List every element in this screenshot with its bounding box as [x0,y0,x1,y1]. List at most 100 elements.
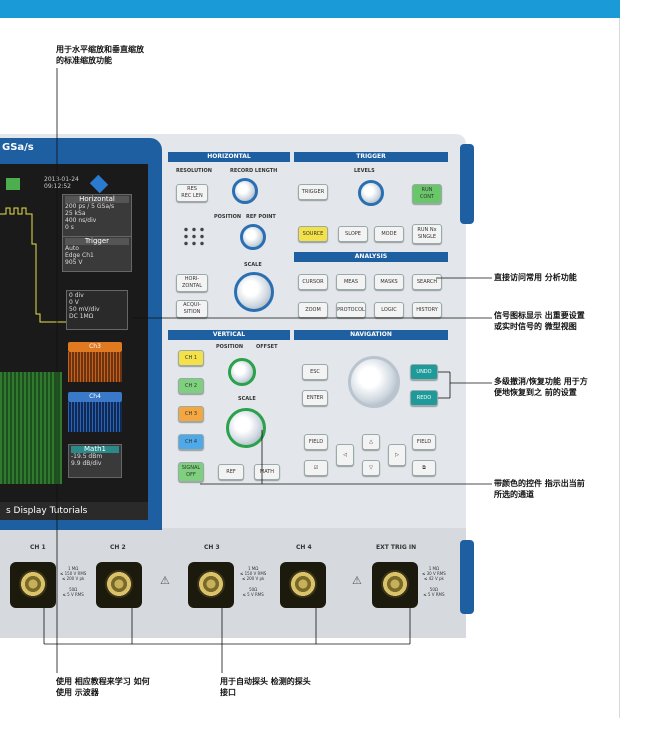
trigger-info-title: Trigger [65,238,129,245]
ch2-input-label: CH 2 [110,544,126,551]
navigation-rotary-knob[interactable] [348,356,400,408]
math-line: 9.9 dB/div [71,460,102,467]
math-signal-panel[interactable]: Math1 -19.5 dBm 9.9 dB/div [68,444,122,478]
horizontal-btn-label-2: ZONTAL [182,283,202,289]
enter-button[interactable]: ENTER [302,390,328,406]
ch4-bnc-connector[interactable] [280,562,326,608]
channel-info-panel[interactable]: 0 div 0 V 50 mV/div DC 1MΩ [66,290,128,330]
ch4-signal-icon-tag[interactable]: Ch4 [68,392,122,402]
vertical-section-title: VERTICAL [168,330,290,340]
callout-line: 使用 相应教程来学习 如何 [56,677,150,686]
rating-line: ≤ 150 V RMS [240,571,267,576]
acquisition-button[interactable]: ACQUI-SITION [176,300,208,318]
math-line: -19.5 dBm [71,453,103,460]
ref-point-label: REF POINT [246,214,276,220]
field-right-button[interactable]: FIELD [412,434,436,450]
acquisition-btn-label-2: SITION [183,309,201,315]
horizontal-info-line: 400 ns/div [65,217,97,224]
horizontal-scale-label: SCALE [244,262,262,268]
undo-button[interactable]: UNDO [410,364,438,380]
ext-trig-input-label: EXT TRIG IN [376,544,417,551]
channel-info-line: DC 1MΩ [69,313,94,320]
menu-icon[interactable] [6,178,20,190]
ch3-signal-icon-preview[interactable] [68,352,122,382]
trigger-button[interactable]: TRIGGER [298,184,328,200]
horizontal-info-line: 25 kSa [65,210,86,217]
touch-lock-icon[interactable]: ☑ [304,460,328,476]
callout-zoom: 用于水平缩放和垂直缩放 的标准缩放功能 [56,44,144,66]
callout-undo: 多级撤消/恢复功能 用于方 便地恢复到之 前的设置 [494,376,588,398]
screen-datetime: 2013-01-24 09:12:52 [44,176,79,190]
windows-icon[interactable]: ⧉ [412,460,436,476]
horizontal-position-knob[interactable] [240,224,266,250]
resolution-knob[interactable] [232,178,258,204]
signal-label: SIGNAL [181,465,201,471]
ch3-signal-icon-tag[interactable]: Ch3 [68,342,122,352]
ch2-bnc-connector[interactable] [96,562,142,608]
horizontal-scale-knob[interactable] [234,272,274,312]
masks-button[interactable]: MASKS [374,274,404,290]
esc-button[interactable]: ESC [302,364,328,380]
rating-line: ≤ 42 V pk [423,576,444,581]
ch2-button[interactable]: CH 2 [178,378,204,394]
search-button[interactable]: SEARCH [412,274,442,290]
redo-button[interactable]: REDO [410,390,438,406]
screen-bottom-menu[interactable]: s Display Tutorials [0,502,148,520]
ch3-button[interactable]: CH 3 [178,406,204,422]
vertical-position-label: POSITION [216,344,244,350]
arrow-right-icon[interactable]: ▷ [388,444,406,466]
logic-button[interactable]: LOGIC [374,302,404,318]
run-label: RUN [421,187,433,193]
arrow-down-icon[interactable]: ▽ [362,460,380,476]
arrow-left-icon[interactable]: ◁ [336,444,354,466]
meas-button[interactable]: MEAS [336,274,366,290]
protocol-button[interactable]: PROTOCOL [336,302,366,318]
channel-info-line: 0 V [69,299,79,306]
rating-line: ≤ 200 V pk [61,576,85,581]
ch4-signal-icon-preview[interactable] [68,402,122,432]
right-handle-bottom [460,540,474,614]
cont-label: CONT [419,194,435,200]
zoom-button[interactable]: ZOOM [298,302,328,318]
ch1-button[interactable]: CH 1 [178,350,204,366]
source-button[interactable]: SOURCE [298,226,328,242]
horizontal-button[interactable]: HORI-ZONTAL [176,274,208,292]
mode-button[interactable]: MODE [374,226,404,242]
ch4-button[interactable]: CH 4 [178,434,204,450]
math-button[interactable]: MATH [254,464,280,480]
res-label: RES [187,186,197,192]
vertical-position-knob[interactable] [228,358,256,386]
vertical-scale-knob[interactable] [226,408,266,448]
slope-button[interactable]: SLOPE [338,226,368,242]
speaker-grille [182,226,206,246]
trigger-info-line: 905 V [65,259,83,266]
trigger-info-line: Edge Ch1 [65,252,94,259]
horizontal-info-line: 200 ps / 5 GSa/s [65,203,115,210]
screen-date: 2013-01-24 [44,176,79,183]
position-label: POSITION [214,214,242,220]
field-left-button[interactable]: FIELD [304,434,328,450]
horizontal-info-title: Horizontal [65,196,129,203]
ext-trig-bnc-connector[interactable] [372,562,418,608]
right-handle-top [460,144,474,224]
trigger-level-knob[interactable] [358,180,384,206]
horizontal-info-line: 0 s [65,224,74,231]
ext-trig-rating: 1 MΩ≤ 30 V RMS≤ 42 V pk 50Ω≤ 5 V RMS [422,566,446,597]
ch3-bnc-connector[interactable] [188,562,234,608]
horizontal-info-panel[interactable]: Horizontal 200 ps / 5 GSa/s 25 kSa 400 n… [62,194,132,242]
history-button[interactable]: HISTORY [412,302,442,318]
rec-len-label: REC LEN [181,193,203,199]
trigger-info-panel[interactable]: Trigger Auto Edge Ch1 905 V [62,236,132,272]
channel-info-line: 50 mV/div [69,306,100,313]
arrow-up-icon[interactable]: △ [362,434,380,450]
cursor-button[interactable]: CURSOR [298,274,328,290]
ch1-bnc-connector[interactable] [10,562,56,608]
rating-line: 50Ω [429,587,438,592]
callout-line: 的标准缩放功能 [56,56,112,65]
ref-button[interactable]: REF [218,464,244,480]
rating-line: ≤ 5 V RMS [62,592,84,597]
